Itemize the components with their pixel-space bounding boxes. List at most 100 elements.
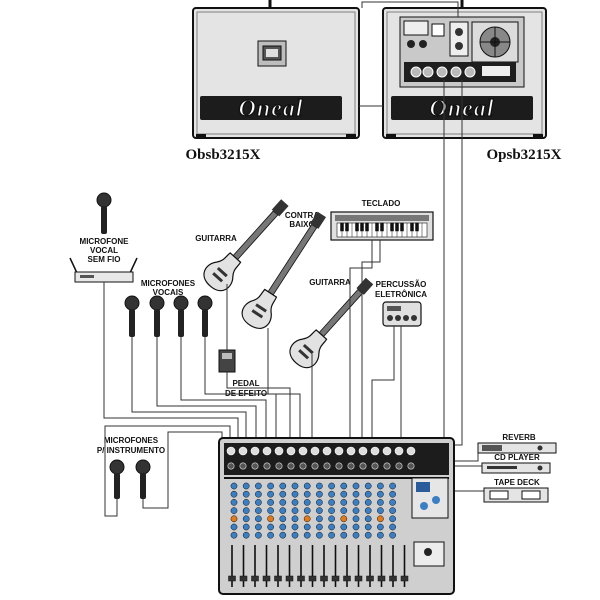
channel-knob [230, 490, 238, 498]
channel-knob [230, 482, 238, 490]
channel-knob [389, 482, 396, 490]
channel-knob [352, 523, 360, 531]
channel-knob [389, 515, 396, 523]
fader-cap [331, 575, 340, 582]
channel-knob [242, 523, 250, 531]
keyboard-label: TECLADO [362, 199, 401, 208]
channel-knob [255, 482, 262, 490]
fader-track [323, 545, 325, 587]
channel-knob [303, 507, 311, 514]
channel-knob [377, 507, 384, 514]
channel-knob [364, 523, 372, 531]
line-input-jack [407, 462, 415, 470]
fader-cap [297, 575, 305, 582]
channel-knob [303, 499, 311, 506]
fader-track [357, 545, 360, 587]
drum-machine-icon [382, 301, 422, 327]
xlr-input-jack [274, 446, 284, 456]
channel-knob [255, 507, 262, 514]
channel-knob [267, 490, 274, 498]
channel-knob [328, 531, 335, 539]
channel-knob [377, 531, 384, 539]
xlr-input-jack [322, 446, 332, 456]
channel-knob [377, 482, 384, 490]
wireless-mic-label-2: VOCAL [90, 246, 118, 255]
electric-guitar-icon [203, 199, 289, 292]
pedal-label-1: PEDAL [232, 379, 259, 388]
line-input-jack [239, 462, 247, 470]
channel-knob [255, 499, 262, 506]
channel-knob [279, 490, 287, 498]
active-speaker: Oneal Opsb3215X [382, 0, 562, 163]
channel-knob [316, 515, 323, 523]
fader-track [265, 545, 268, 587]
channel-knob [267, 531, 274, 539]
fader-track [334, 545, 337, 587]
passive-speaker-model: Obsb3215X [185, 147, 260, 163]
channel-knob [279, 507, 287, 514]
fader-cap [274, 575, 282, 582]
fader-cap [239, 575, 248, 582]
fader-track [380, 545, 383, 587]
fader-track [300, 545, 302, 587]
channel-knob [279, 515, 287, 523]
fader-cap [285, 575, 294, 582]
xlr-input-jack [286, 446, 296, 456]
line-input-jack [287, 462, 295, 470]
channel-knob [364, 482, 372, 490]
effects-pedal [218, 349, 236, 373]
xlr-input-jack [406, 446, 416, 456]
xlr-input-jack [226, 446, 236, 456]
fader-track [311, 545, 314, 587]
instrument-microphone [109, 459, 125, 499]
channel-knob [291, 482, 299, 490]
fader-track [254, 545, 256, 587]
channel-knob [352, 490, 360, 498]
channel-knob [316, 490, 323, 498]
xlr-input-jack [382, 446, 392, 456]
line-input-jack [335, 462, 343, 470]
channel-knob [364, 490, 372, 498]
line-input-jack [251, 462, 259, 470]
channel-knob [340, 515, 348, 523]
fader-cap [400, 575, 409, 582]
channel-knob [291, 531, 299, 539]
channel-knob [279, 499, 287, 506]
channel-knob [377, 523, 384, 531]
channel-knob [316, 523, 323, 531]
fader-cap [343, 575, 351, 582]
channel-knob [352, 531, 360, 539]
channel-knob [389, 490, 396, 498]
channel-knob [255, 523, 262, 531]
fader-track [242, 545, 245, 587]
vocal-microphone [124, 295, 140, 337]
channel-knob [255, 515, 262, 523]
xlr-input-jack [238, 446, 248, 456]
mixing-console [218, 437, 455, 595]
channel-knob [242, 531, 250, 539]
fader-track [277, 545, 279, 587]
channel-knob [267, 499, 274, 506]
channel-knob [316, 499, 323, 506]
xlr-input-jack [310, 446, 320, 456]
channel-knob [389, 499, 396, 506]
channel-knob [377, 490, 384, 498]
instrument-mics-label-1: MICROFONES [104, 436, 159, 445]
xlr-input-jack [394, 446, 404, 456]
line-input-jack [227, 462, 235, 470]
channel-knob [303, 515, 311, 523]
channel-knob [230, 523, 238, 531]
channel-knob [230, 515, 238, 523]
fader-cap [354, 575, 363, 582]
fader-track [392, 545, 394, 587]
channel-knob [340, 482, 348, 490]
instrument-mics-label-2: P/ INSTRUMENTO [97, 446, 165, 455]
channel-knob [279, 531, 287, 539]
drum-machine-label-1: PERCUSSÃO [376, 280, 427, 289]
channel-knob [230, 507, 238, 514]
channel-knob [242, 507, 250, 514]
line-input-jack [275, 462, 283, 470]
tape-deck-unit [483, 487, 549, 503]
xlr-input-jack [370, 446, 380, 456]
